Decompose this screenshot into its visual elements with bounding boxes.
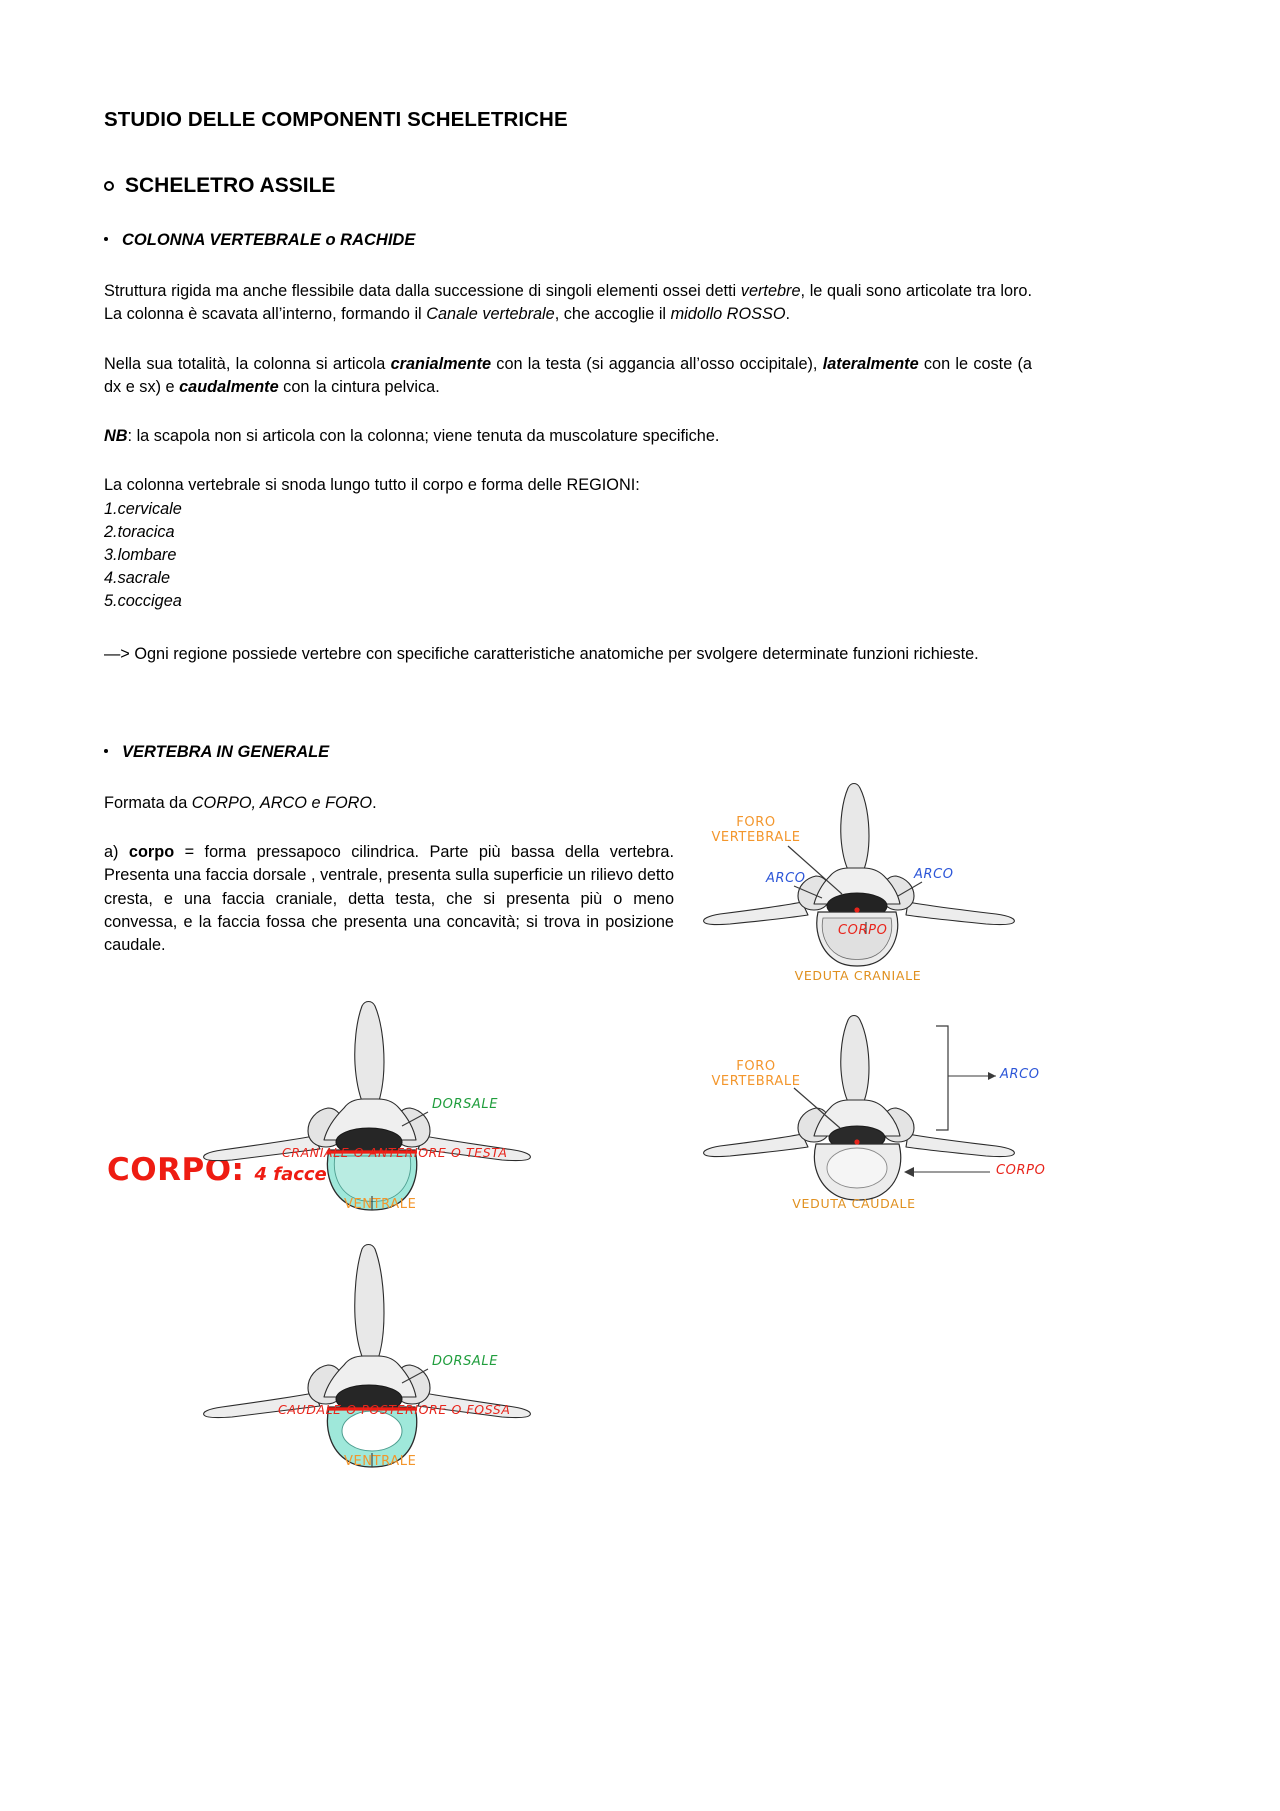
subsection-heading-label: VERTEBRA IN GENERALE [122,742,330,761]
label-arco-right: ARCO [914,867,954,882]
paragraph-text: Formata da [104,793,192,812]
figure-caption-veduta-craniale: VEDUTA CRANIALE [794,968,922,983]
emphasis-lateralmente: lateralmente [822,354,919,373]
leader-line-foro [793,1087,841,1129]
list-item: 2.toracica [104,522,175,541]
paragraph-formata-da: Formata da CORPO, ARCO e FORO. [104,762,674,815]
label-corpo: CORPO [838,923,888,938]
label-corpo: CORPO [996,1163,1046,1178]
label-ventrale: VENTRALE [344,1454,417,1469]
page-title: STUDIO DELLE COMPONENTI SCHELETRICHE [104,108,568,131]
vertebra-craniale-drawing [703,782,1015,967]
document-content: STUDIO DELLE COMPONENTI SCHELETRICHE SCH… [104,0,1032,958]
paragraph-nb-scapola: NB: la scapola non si articola con la co… [104,399,1032,448]
dot-bullet-icon [104,237,108,241]
emphasis-midollo-rosso: midollo ROSSO [670,305,786,324]
paragraph-corpo-definizione: a) corpo = forma pressapoco cilindrica. … [104,815,674,957]
bracket-arco [936,1025,949,1131]
label-caudale-posteriore-fossa: CAUDALE O POSTERIORE O FOSSA [278,1402,511,1417]
label-ventrale: VENTRALE [344,1197,417,1212]
paragraph-text: . [785,305,791,324]
leader-line-arco-right [897,881,923,897]
dot-bullet-icon [104,748,108,753]
label-foro-vertebrale: FORO VERTEBRALE [711,815,801,845]
figure-corpo-craniale: DORSALE CRANIALE O ANTERIORE O TESTA VEN… [196,1000,531,1240]
regions-list: 1.cervicale 2.toracica 3.lombare 4.sacra… [104,498,1032,614]
paragraph-text: con le coste (a dx e sx) e [104,354,1032,396]
hollow-circle-bullet-icon [104,181,114,191]
paragraph-text: Nella sua totalità, la colonna si artico… [104,354,391,373]
subsection-heading-vertebra-in-generale: VERTEBRA IN GENERALE [104,667,1032,762]
emphasis-caudalmente: caudalmente [179,377,279,396]
figure-veduta-caudale: FORO VERTEBRALE ARCO CORPO VEDUTA CAUDAL… [690,1010,1045,1240]
paragraph-regioni-intro: La colonna vertebrale si snoda lungo tut… [104,476,640,495]
paragraph-text: con la cintura pelvica. [278,377,440,396]
paragraph-text: = forma pressapoco cilindrica. Parte più… [104,843,674,955]
subsection-heading-colonna-vertebrale: COLONNA VERTEBRALE o RACHIDE [104,198,1032,250]
emphasis-canale-vertebrale: Canale vertebrale [426,305,555,324]
figure-caption-veduta-caudale: VEDUTA CAUDALE [792,1196,916,1211]
paragraph-text: : la scapola non si articola con la colo… [127,427,720,446]
label-craniale-anteriore-testa: CRANIALE O ANTERIORE O TESTA [282,1145,508,1160]
vertebra-caudale-drawing [703,1014,1015,1201]
section-heading-scheletro-assile: SCHELETRO ASSILE [104,132,1032,198]
paragraph-text: . [372,793,377,812]
paragraph-nella-sua-totalita: Nella sua totalità, la colonna si artico… [104,327,1032,400]
label-arco-left: ARCO [766,871,806,886]
emphasis-vertebre: vertebre [740,282,801,300]
red-marker-dot [854,1139,860,1145]
list-item: 5.coccigea [104,592,182,611]
leader-line-dorsale [401,1111,429,1127]
paragraph-text: con la testa (si aggancia all’osso occip… [491,354,823,373]
list-item: 1.cervicale [104,499,182,518]
paragraph-text: Struttura rigida ma anche flessibile dat… [104,282,741,300]
paragraph-struttura: Struttura rigida ma anche flessibile dat… [104,250,1032,327]
figure-corpo-caudale: DORSALE CAUDALE O POSTERIORE O FOSSA VEN… [196,1243,531,1495]
emphasis-corpo-arco-foro: CORPO, ARCO e FORO [191,793,373,812]
vertebra-corpo-craniale-drawing [203,1000,531,1211]
emphasis-corpo: corpo [128,843,175,862]
leader-line-dorsale [401,1368,429,1384]
red-marker-dot [854,907,860,913]
list-item: 3.lombare [104,546,177,565]
emphasis-nb: NB [104,427,128,446]
list-item: 4.sacrale [104,569,171,588]
emphasis-cranialmente: cranialmente [390,354,492,373]
leader-line-foro [787,845,843,895]
section-heading-label: SCHELETRO ASSILE [125,174,336,197]
label-dorsale: DORSALE [432,1354,499,1369]
subsection-heading-label: COLONNA VERTEBRALE o RACHIDE [122,231,416,249]
paragraph-ogni-regione: —> Ogni regione possiede vertebre con sp… [104,645,979,664]
paragraph-text: a) [104,843,129,862]
paragraph-text: , che accoglie il [554,305,671,324]
leader-line-arco-left [793,885,823,899]
paragraph-text: , le quali sono articolate tra loro. La … [104,282,1032,324]
annotation-facce-label: 4 facce [254,1164,327,1185]
vertebra-corpo-caudale-drawing [203,1243,531,1468]
label-dorsale: DORSALE [432,1097,499,1112]
label-arco: ARCO [1000,1067,1040,1082]
label-foro-vertebrale: FORO VERTEBRALE [711,1059,801,1089]
figure-veduta-craniale: FORO VERTEBRALE ARCO ARCO CORPO VEDUTA C… [690,780,1030,1000]
